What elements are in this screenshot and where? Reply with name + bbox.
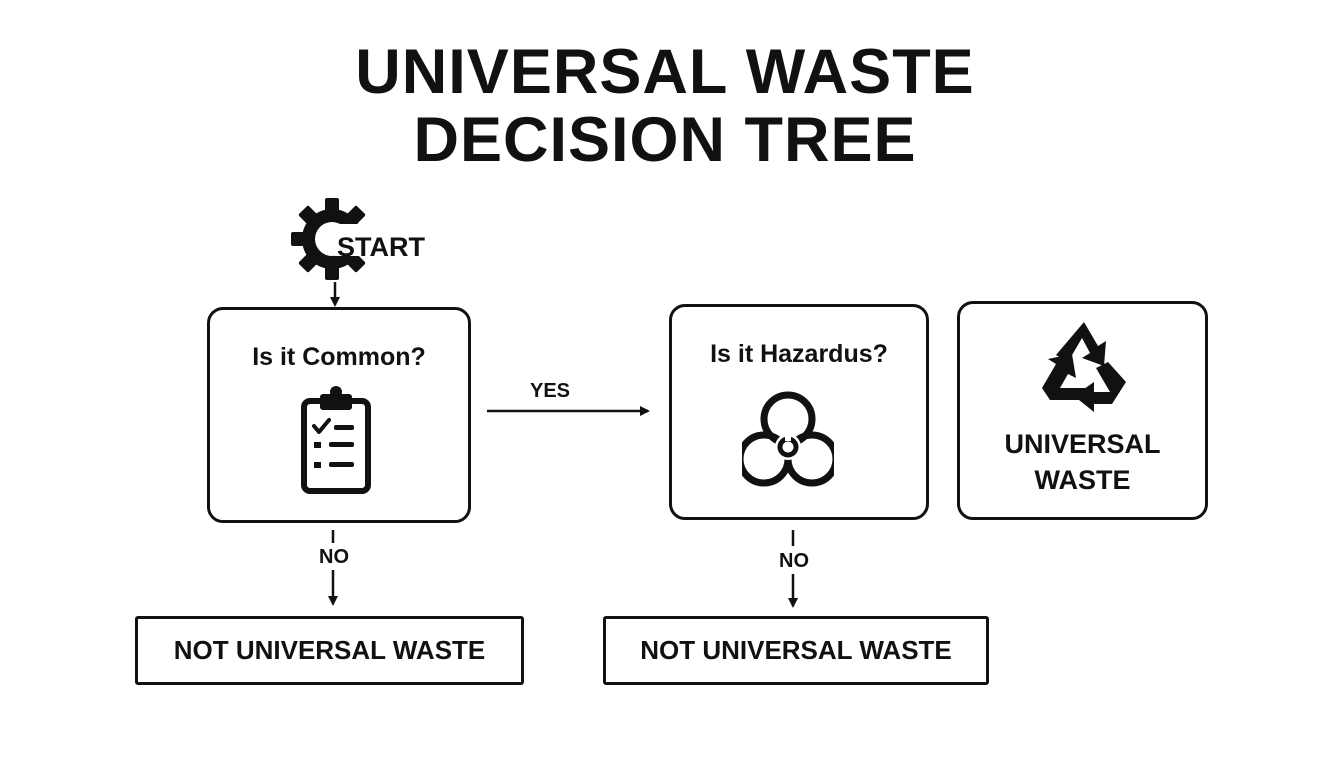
title-line-1: UNIVERSAL WASTE (355, 37, 975, 107)
gear-icon (291, 198, 375, 280)
question-hazardous-label: Is it Hazardus? (710, 340, 888, 368)
no-label-hazardous: NO (779, 550, 809, 572)
start-label: START (337, 232, 425, 262)
biohazard-icon (742, 391, 834, 487)
universal-waste-node: UNIVERSAL WASTE (957, 301, 1208, 520)
yes-label: YES (530, 380, 571, 402)
question-common-node: Is it Common? (207, 307, 471, 523)
not-universal-waste-2: NOT UNIVERSAL WASTE (603, 616, 989, 685)
recycle-icon (1042, 322, 1126, 412)
universal-waste-label: UNIVERSAL WASTE (1004, 429, 1161, 495)
title-line-2: DECISION TREE (413, 105, 917, 175)
not-universal-waste-1: NOT UNIVERSAL WASTE (135, 616, 524, 685)
diagram-title: UNIVERSAL WASTE DECISION TREE (0, 38, 1330, 174)
no-label-common: NO (319, 546, 349, 568)
question-common-label: Is it Common? (252, 343, 426, 371)
clipboard-checklist-icon (301, 386, 371, 494)
question-hazardous-node: Is it Hazardus? (669, 304, 929, 520)
